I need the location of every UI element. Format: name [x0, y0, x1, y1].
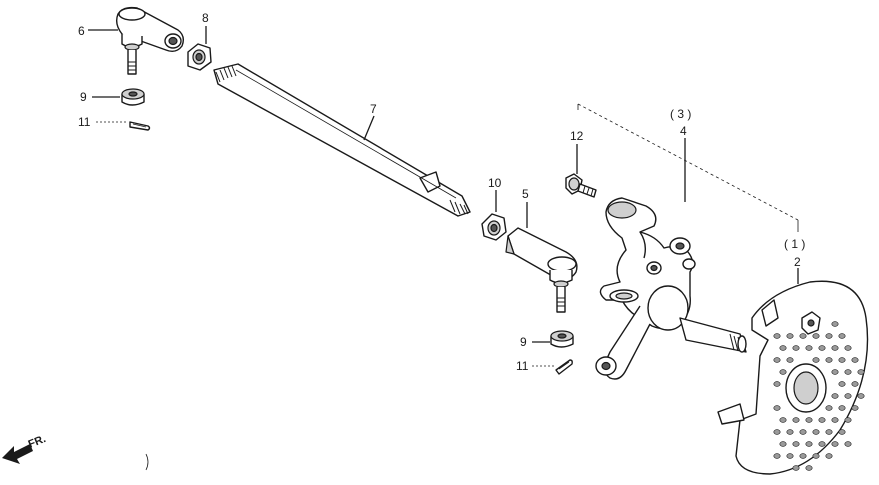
callout-9-lower: 9 [520, 335, 527, 349]
shield-hole [779, 417, 787, 423]
cotter-pin-lower [555, 359, 573, 375]
shield-hole [773, 453, 781, 459]
callout-1: ( 1 ) [784, 237, 805, 251]
shield-hole [825, 429, 833, 435]
flange-bolt [565, 173, 597, 198]
shield-hole [825, 333, 833, 339]
shield-hole [799, 453, 807, 459]
shield-hole [844, 393, 852, 399]
shield-hole [773, 405, 781, 411]
direction-label: FR. [27, 433, 48, 451]
callout-3: ( 3 ) [670, 107, 691, 121]
shield-hole [818, 417, 826, 423]
shield-hole [851, 381, 859, 387]
steering-knuckle [595, 197, 747, 380]
shield-hole [838, 333, 846, 339]
shield-hole [773, 429, 781, 435]
shield-hole [831, 345, 839, 351]
rod-upper-threads [215, 65, 237, 83]
shield-hole [792, 441, 800, 447]
shield-hole [831, 369, 839, 375]
shield-hole [773, 357, 781, 363]
shield-hole [857, 393, 865, 399]
shield-hole [825, 453, 833, 459]
callout-10: 10 [488, 176, 502, 190]
callout-6: 6 [78, 24, 85, 38]
shield-hole [838, 405, 846, 411]
cotter-pin-upper [129, 121, 151, 131]
shield-hole [792, 417, 800, 423]
shield-hole [779, 369, 787, 375]
shield-hole [792, 345, 800, 351]
shield-hole [844, 441, 852, 447]
castle-nut-upper [121, 88, 145, 106]
tie-rod-end-lower [505, 227, 578, 313]
leader-lines [88, 26, 799, 367]
front-direction-indicator: FR. [2, 433, 48, 464]
shield-hole [844, 417, 852, 423]
lock-nut-upper [187, 43, 212, 71]
shield-hole [792, 465, 800, 471]
shield-hole [831, 393, 839, 399]
shield-hole [805, 417, 813, 423]
shield-hole [857, 369, 865, 375]
shield-hole [805, 345, 813, 351]
shield-hole [773, 333, 781, 339]
callout-11-upper: 11 [78, 115, 91, 129]
callout-labels: ( 1 ) 2 ( 3 ) 4 5 6 7 8 9 9 10 11 11 12 [78, 11, 805, 373]
shield-hole [786, 333, 794, 339]
shield-hole [786, 429, 794, 435]
shield-hole [825, 357, 833, 363]
shield-hole [838, 429, 846, 435]
shield-hole [851, 357, 859, 363]
shield-hole [831, 417, 839, 423]
tie-rod-end-upper [115, 6, 185, 75]
rod-lower-threads [449, 199, 469, 215]
shield-hole [818, 345, 826, 351]
callout-2: 2 [794, 255, 801, 269]
shield-hole [786, 357, 794, 363]
lock-nut-lower [481, 213, 507, 241]
shield-hole [805, 465, 813, 471]
shield-hole [851, 405, 859, 411]
brake-shield [717, 280, 869, 475]
shield-hole [812, 453, 820, 459]
shield-hole [799, 429, 807, 435]
callout-8: 8 [202, 11, 209, 25]
shield-hole [805, 441, 813, 447]
shield-hole [812, 429, 820, 435]
callout-5: 5 [522, 187, 529, 201]
callout-4: 4 [680, 124, 687, 138]
shield-hole [838, 357, 846, 363]
callout-7: 7 [370, 102, 377, 116]
shield-hole [818, 441, 826, 447]
shield-hole [838, 381, 846, 387]
shield-hole [786, 453, 794, 459]
callout-9-upper: 9 [80, 90, 87, 104]
callout-11-lower: 11 [516, 359, 529, 373]
shield-hole [831, 441, 839, 447]
shield-hole [831, 321, 839, 327]
shield-hole [779, 441, 787, 447]
shield-hole [799, 333, 807, 339]
shield-hole [812, 357, 820, 363]
front-arrow-icon [2, 444, 33, 464]
castle-nut-lower [550, 330, 574, 348]
shield-holes [773, 321, 865, 471]
shield-hole [779, 345, 787, 351]
shield-hole [844, 369, 852, 375]
shield-hole [825, 405, 833, 411]
shield-hole [812, 333, 820, 339]
tie-rod-shaft [213, 63, 471, 217]
shield-hole [773, 381, 781, 387]
callout-12: 12 [570, 129, 584, 143]
shield-hole [844, 345, 852, 351]
